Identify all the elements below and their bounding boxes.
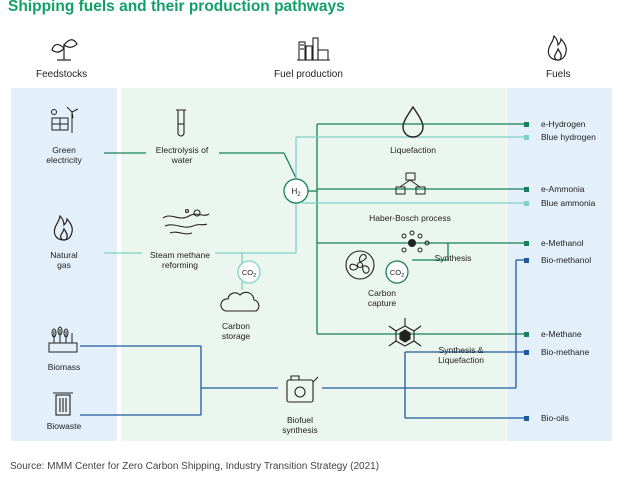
process-carbon-capture: Carbon capture — [367, 288, 397, 308]
feedstocks-panel — [11, 88, 117, 441]
process-synthesis-liquefaction: Synthesis & Liquefaction — [438, 345, 484, 365]
bin-icon — [53, 392, 73, 416]
crops-icon — [48, 326, 78, 353]
marker-bio-methane — [524, 350, 529, 355]
process-smr: Steam methane reforming — [149, 250, 210, 270]
fuel-e-methanol: e-Methanol — [541, 238, 584, 248]
process-liquefaction: Liquefaction — [390, 145, 436, 155]
factory-icon — [297, 37, 330, 61]
fuels-header: Fuels — [546, 69, 571, 80]
feedstock-natural-gas: Natural gas — [50, 250, 78, 270]
process-haber-bosch: Haber-Bosch process — [369, 213, 451, 223]
marker-e-methane — [524, 332, 529, 337]
process-biofuel-synthesis: Biofuel synthesis — [282, 415, 318, 435]
marker-e-hydrogen — [524, 122, 529, 127]
fuel-markers — [524, 122, 529, 421]
feedstock-biomass: Biomass — [47, 362, 81, 372]
marker-blue-hydrogen — [524, 135, 529, 140]
flame-icon — [547, 34, 567, 61]
marker-e-methanol — [524, 241, 529, 246]
page-title: Shipping fuels and their production path… — [8, 0, 345, 15]
source-note: Source: MMM Center for Zero Carbon Shipp… — [10, 461, 380, 472]
process-flow-icon — [395, 172, 426, 195]
green-pathway-lines — [104, 123, 526, 335]
cloud-storage-icon — [220, 291, 260, 312]
fuel-production-header: Fuel production — [274, 69, 343, 80]
fuel-blue-hydrogen: Blue hydrogen — [541, 132, 596, 142]
co2-node-capture-label: CO2 — [390, 268, 404, 279]
co2-node-capture — [385, 260, 409, 284]
fuels-panel — [507, 88, 612, 441]
h2-node — [283, 178, 309, 204]
fuel-bio-methane: Bio-methane — [541, 347, 590, 357]
fuel-e-ammonia: e-Ammonia — [541, 184, 585, 194]
fuel-e-methane: e-Methane — [541, 329, 582, 339]
fuel-blue-ammonia: Blue ammonia — [541, 198, 596, 208]
process-carbon-storage: Carbon storage — [221, 321, 251, 341]
droplet-icon — [402, 105, 424, 138]
co2-node-storage-label: CO2 — [242, 268, 256, 279]
fuel-bio-oils: Bio-oils — [541, 413, 569, 423]
fuel-can-icon — [286, 375, 319, 403]
solar-wind-icon — [51, 106, 79, 133]
bio-pathway-lines — [80, 259, 526, 419]
seedling-icon — [51, 39, 78, 61]
h2-node-label: H2 — [291, 187, 301, 198]
fuel-e-hydrogen: e-Hydrogen — [541, 119, 586, 129]
process-electrolysis: Electrolysis of water — [155, 145, 209, 165]
feedstocks-header: Feedstocks — [36, 69, 88, 80]
marker-blue-ammonia — [524, 201, 529, 206]
marker-bio-methanol — [524, 258, 529, 263]
fuel-bio-methanol: Bio-methanol — [541, 255, 592, 265]
process-synthesis: Synthesis — [434, 253, 472, 263]
hexagon-molecule-icon — [388, 318, 422, 347]
marker-e-ammonia — [524, 187, 529, 192]
steam-icon — [162, 208, 210, 235]
test-tube-icon — [176, 109, 186, 137]
fan-capture-icon — [345, 250, 375, 280]
feedstock-biowaste: Biowaste — [46, 421, 82, 431]
marker-bio-oils — [524, 416, 529, 421]
feedstock-green-electricity: Green electricity — [46, 145, 82, 165]
flame-icon — [53, 214, 73, 241]
molecule-icon — [401, 230, 430, 253]
co2-node-storage — [237, 260, 261, 284]
